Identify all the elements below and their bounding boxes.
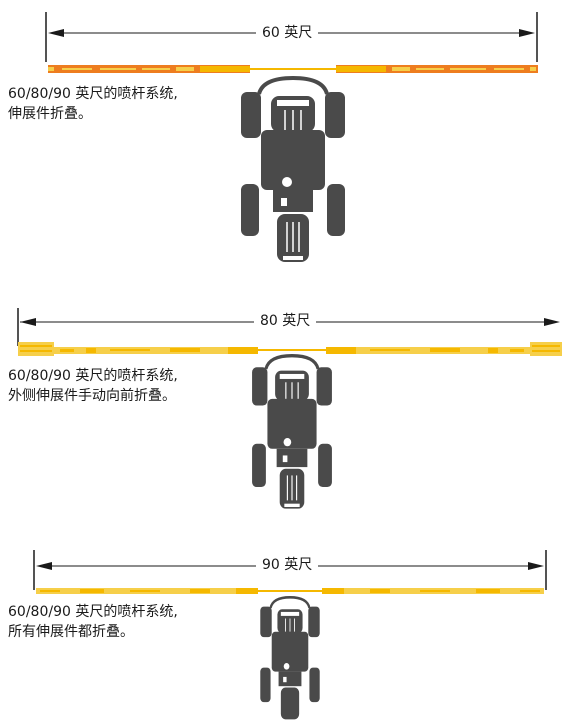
sprayer-boom-60ft <box>48 65 538 73</box>
sprayer-boom-80ft <box>18 342 562 356</box>
caption-line-2: 所有伸展件都折叠。 <box>8 624 134 640</box>
boom-caption: 60/80/90 英尺的喷杆系统, 外侧伸展件手动向前折叠。 <box>8 366 178 406</box>
arrow-left-icon <box>20 318 36 326</box>
tractor-top-view-icon <box>241 76 345 262</box>
caption-line-1: 60/80/90 英尺的喷杆系统, <box>8 368 178 384</box>
boom-caption: 60/80/90 英尺的喷杆系统, 伸展件折叠。 <box>8 84 178 124</box>
dimension-label: 60 英尺 <box>256 24 319 42</box>
boom-config-90ft: 90 英尺 60/80/90 英尺的喷杆系统, 所有伸展件都折叠。 <box>0 542 562 720</box>
tractor-top-view-icon <box>252 354 332 509</box>
dimension-label: 90 英尺 <box>256 556 319 574</box>
tractor-top-view-icon <box>260 596 320 720</box>
arrow-right-icon <box>544 318 560 326</box>
dimension-label: 80 英尺 <box>254 312 317 330</box>
caption-line-1: 60/80/90 英尺的喷杆系统, <box>8 86 178 102</box>
arrow-right-icon <box>528 562 544 570</box>
boom-config-60ft: 60 英尺 60/80/90 英尺的喷杆系统, 伸展件折叠。 <box>0 0 562 270</box>
boom-config-80ft: 80 英尺 60/80/90 英尺的喷杆系统, 外侧伸展件手动向前折叠。 <box>0 296 562 516</box>
caption-line-1: 60/80/90 英尺的喷杆系统, <box>8 604 178 620</box>
boom-caption: 60/80/90 英尺的喷杆系统, 所有伸展件都折叠。 <box>8 602 178 642</box>
caption-line-2: 伸展件折叠。 <box>8 106 92 122</box>
arrow-left-icon <box>36 562 52 570</box>
sprayer-boom-90ft <box>36 588 544 594</box>
arrow-left-icon <box>48 29 64 37</box>
caption-line-2: 外侧伸展件手动向前折叠。 <box>8 388 176 404</box>
arrow-right-icon <box>519 29 535 37</box>
